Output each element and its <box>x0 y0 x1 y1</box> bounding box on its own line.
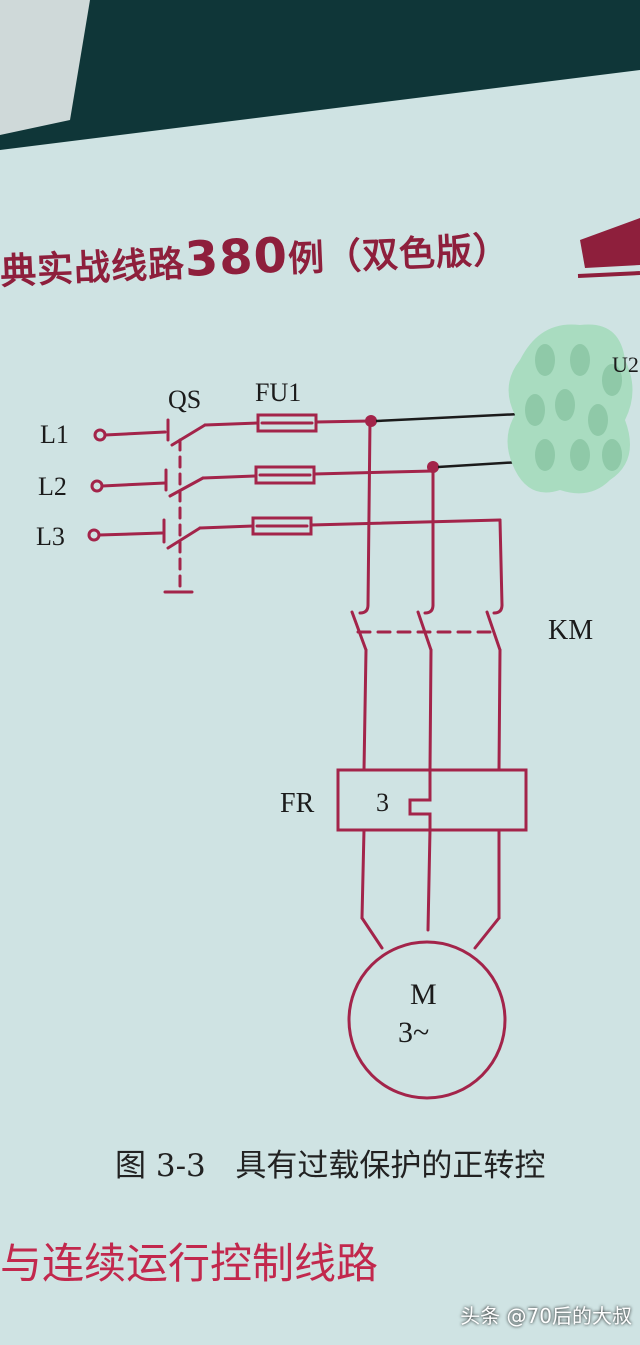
junction-1 <box>365 415 377 427</box>
overload-element <box>408 768 432 832</box>
label-l3: L3 <box>36 522 65 551</box>
label-fr-element: 3 <box>376 788 389 817</box>
label-l1: L1 <box>40 420 69 449</box>
label-motor-phase: 3~ <box>398 1016 430 1049</box>
label-motor: M <box>410 978 437 1011</box>
figure-caption: 图 3-3 具有过载保护的正转控 <box>115 1140 545 1185</box>
watermark: 头条 @70后的大叔 <box>460 1304 632 1328</box>
label-qs: QS <box>168 385 202 414</box>
section-title: 与连续运行控制线路 <box>0 1239 379 1288</box>
motor-circle <box>347 940 507 1100</box>
junction-2 <box>427 461 439 473</box>
label-fu1: FU1 <box>255 378 302 407</box>
label-fr: FR <box>280 788 315 819</box>
figure-title: 具有过载保护的正转控 <box>235 1148 546 1184</box>
overload-relay-box <box>336 768 528 832</box>
leaf-sticker-icon <box>507 324 633 494</box>
figure-number: 图 3-3 <box>115 1148 206 1184</box>
label-l2: L2 <box>38 472 67 501</box>
label-km: KM <box>548 615 594 646</box>
label-partial-u2: U2 <box>612 352 639 377</box>
